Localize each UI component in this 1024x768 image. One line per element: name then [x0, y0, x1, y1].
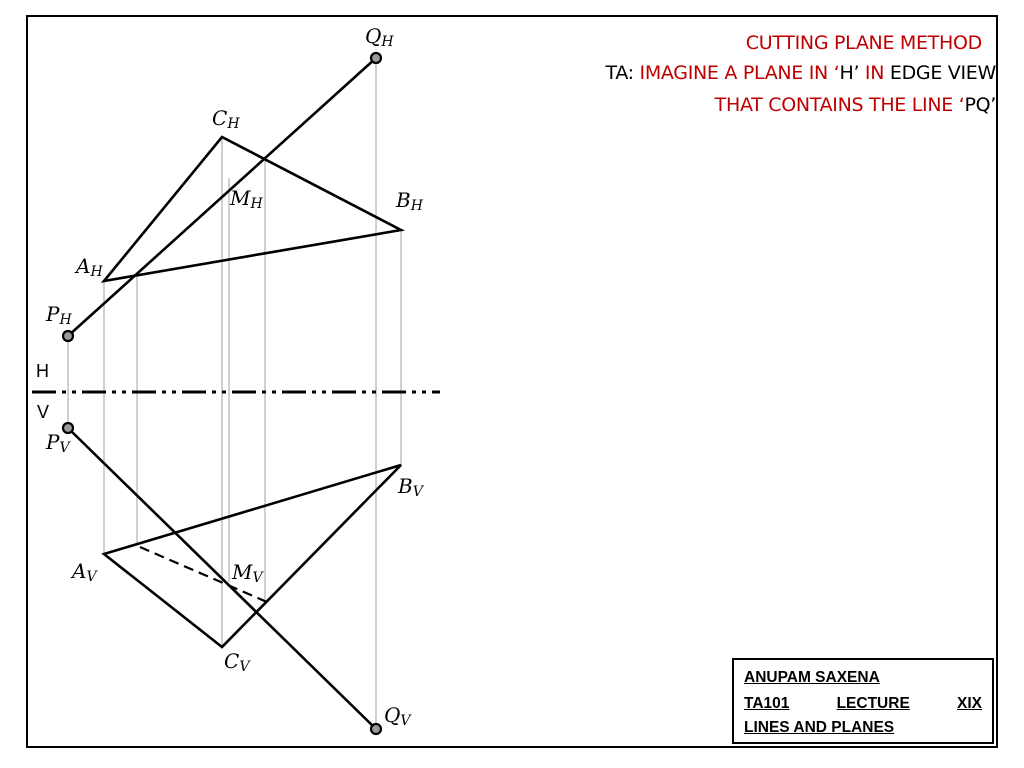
task-edge-view: EDGE VIEW	[889, 62, 996, 84]
label-qh: QH	[365, 24, 394, 50]
task-imagine: IMAGINE A PLANE IN ‘	[639, 62, 840, 84]
label-ah: AH	[76, 254, 103, 280]
triangle-top-view	[100, 135, 406, 283]
point-qv-marker	[369, 722, 383, 736]
author-name: ANUPAM SAXENA	[744, 669, 880, 686]
course-code: TA101	[744, 695, 790, 712]
label-mh: MH	[230, 186, 263, 212]
task-line-2: TA: IMAGINE A PLANE IN ‘H’ IN EDGE VIEW	[605, 62, 996, 84]
point-pv-marker	[61, 421, 75, 435]
label-cv: CV	[224, 649, 250, 675]
task-pq: PQ’	[964, 94, 996, 116]
cutting-line-front-view	[139, 545, 268, 604]
lecture-word: LECTURE	[836, 695, 910, 712]
label-mv: MV	[232, 560, 263, 586]
title-cutting-plane-method: CUTTING PLANE METHOD	[745, 32, 983, 54]
task-prefix: TA:	[605, 62, 640, 84]
author-box: ANUPAM SAXENA TA101 LECTURE XIX LINES AN…	[732, 658, 994, 744]
label-bv: BV	[398, 474, 423, 500]
task-in: IN	[859, 62, 890, 84]
task-line-3: THAT CONTAINS THE LINE ‘PQ’	[714, 94, 997, 116]
lecture-topic: LINES AND PLANES	[744, 719, 895, 736]
task-h: H’	[839, 62, 860, 84]
slide-frame	[26, 15, 998, 748]
reference-label-h: H	[36, 361, 49, 381]
triangle-front-view	[101, 463, 402, 649]
task-contains: THAT CONTAINS THE LINE ‘	[714, 94, 965, 116]
point-qh-marker	[369, 51, 383, 65]
line-pq-top-view	[67, 57, 377, 337]
lecture-number: XIX	[957, 695, 982, 712]
label-av: AV	[72, 559, 97, 585]
point-ph-marker	[61, 329, 75, 343]
author-lecture-line: TA101 LECTURE XIX	[744, 695, 982, 713]
label-bh: BH	[396, 188, 423, 214]
reference-label-v: V	[37, 402, 50, 422]
label-qv: QV	[384, 703, 411, 729]
label-pv: PV	[46, 430, 70, 456]
label-ch: CH	[212, 106, 240, 132]
line-pq-front-view	[67, 427, 377, 730]
label-ph: PH	[46, 302, 72, 328]
